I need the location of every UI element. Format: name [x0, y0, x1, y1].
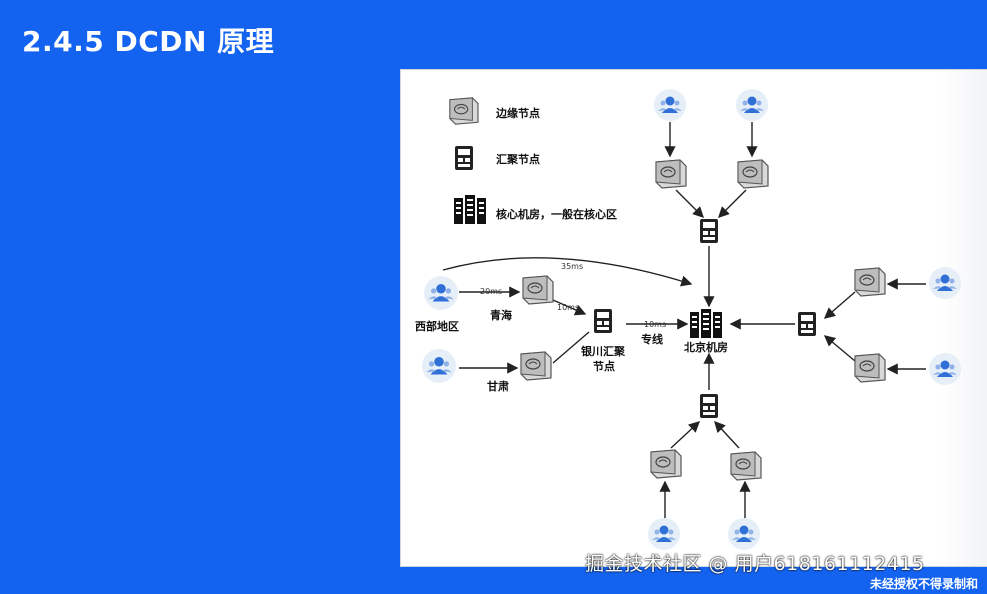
diagram-card: 边缘节点 汇聚节点 核心机房，一般在核心区: [400, 69, 987, 567]
agg-node-icon: [700, 219, 718, 243]
yinchuan-label-2: 节点: [593, 359, 615, 373]
legend-edge-label: 边缘节点: [495, 106, 540, 120]
line-label: 专线: [641, 332, 663, 346]
slide-title: 2.4.5 DCDN 原理: [22, 25, 275, 58]
latency-10ms-b: 10ms: [644, 320, 666, 329]
gansu-edge-icon: [520, 351, 552, 381]
user-icon: [728, 518, 760, 550]
edge-node-icon: [854, 267, 886, 297]
edge-node-icon: [655, 159, 687, 189]
yinchuan-label-1: 银川汇聚: [581, 344, 626, 358]
edge-node-icon: [737, 159, 769, 189]
user-icon: [929, 267, 961, 299]
beijing-core-icon: [690, 309, 722, 338]
beijing-label: 北京机房: [684, 340, 728, 354]
legend-core-label: 核心机房，一般在核心区: [496, 207, 617, 221]
agg-node-icon: [700, 394, 718, 418]
user-icon: [424, 276, 458, 310]
qinghai-label: 青海: [490, 308, 512, 322]
user-icon: [929, 353, 961, 385]
latency-35ms: 35ms: [561, 262, 583, 271]
legend-agg-label: 汇聚节点: [496, 152, 540, 166]
latency-10ms-a: 10ms: [557, 303, 579, 312]
edge-node-icon: [730, 451, 762, 481]
watermark-sub: 未经授权不得录制和: [870, 577, 979, 591]
edge-node-icon: [854, 353, 886, 383]
west-label: 西部地区: [415, 319, 459, 333]
user-icon: [648, 518, 680, 550]
edge-node-icon: [650, 449, 682, 479]
connection-lines: [442, 122, 926, 519]
user-icon: [736, 89, 768, 121]
gansu-label: 甘肃: [487, 379, 509, 393]
yinchuan-agg-icon: [594, 309, 612, 333]
watermark-main: 掘金技术社区 @ 用户618161112415: [585, 553, 925, 575]
user-icon: [422, 349, 456, 383]
legend-agg-icon: [455, 146, 473, 170]
legend-core-icon: [454, 195, 486, 224]
agg-node-icon: [798, 312, 816, 336]
user-icon: [654, 89, 686, 121]
legend-edge-icon: [449, 97, 479, 125]
qinghai-edge-icon: [522, 275, 554, 305]
dcdn-diagram: 边缘节点 汇聚节点 核心机房，一般在核心区: [415, 89, 961, 550]
latency-20ms: 20ms: [480, 287, 502, 296]
